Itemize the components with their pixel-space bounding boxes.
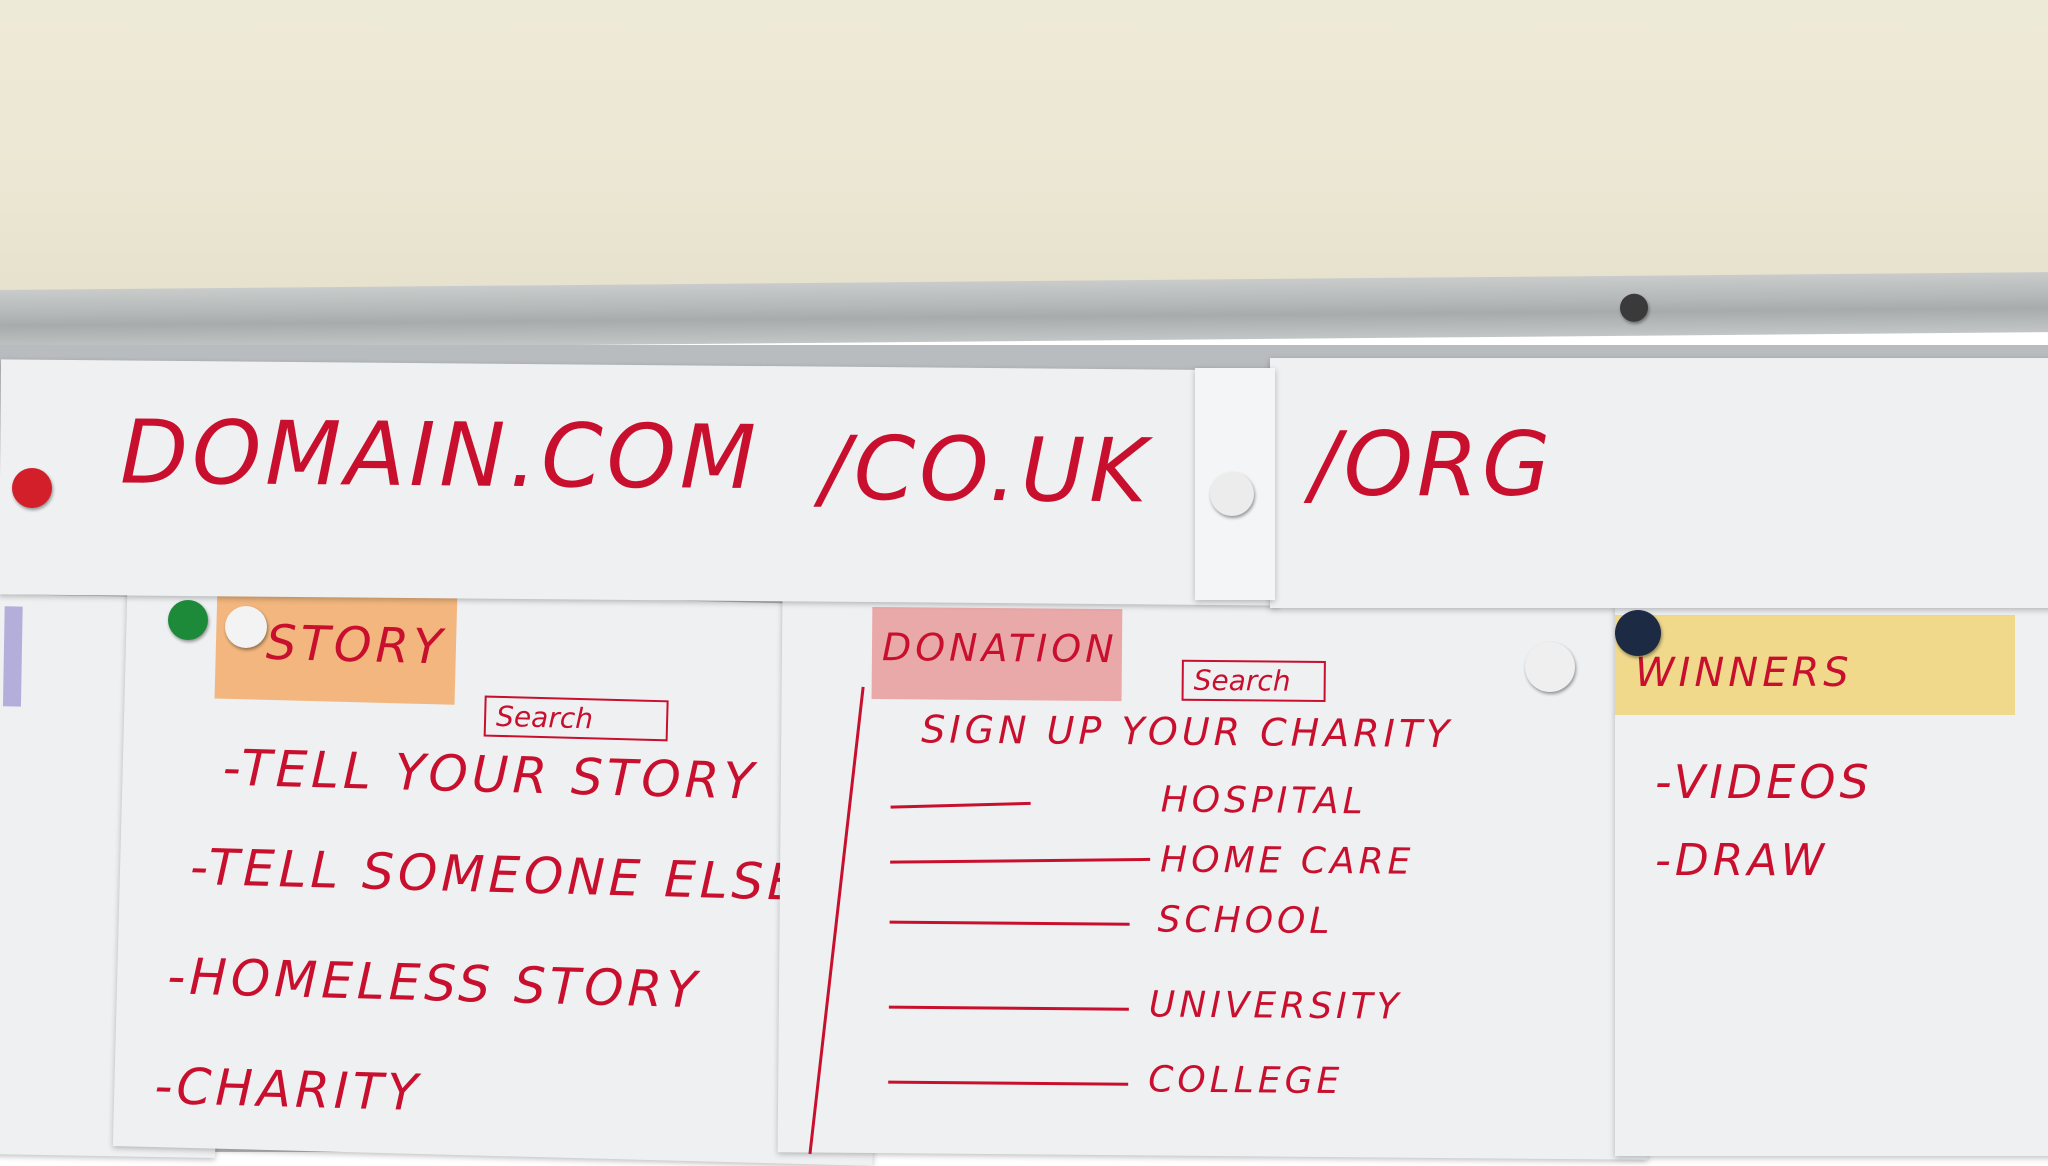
story-item-4: -CHARITY	[153, 1057, 423, 1123]
donation-connector-lines	[888, 801, 1151, 1086]
banner-org: /ORG	[1310, 413, 1555, 516]
green-pin	[168, 600, 208, 640]
story-header: STORY	[265, 614, 447, 676]
wall	[0, 0, 2048, 300]
navy-pin	[1615, 610, 1661, 656]
winners-sheet: WINNERS -VIDEOS -DRAW	[1615, 605, 2048, 1156]
winners-item-1: -VIDEOS	[1655, 755, 1873, 809]
winners-header-tab	[1615, 615, 2015, 715]
donation-sheet: DONATION Search SIGN UP YOUR CHARITY HOS…	[777, 596, 1653, 1160]
left-partial-tab	[2, 606, 23, 707]
white-pin-story	[225, 606, 267, 648]
rail-screw	[1620, 293, 1648, 322]
winners-item-2: -DRAW	[1655, 835, 1829, 886]
banner-domain-com: DOMAIN.COM	[119, 400, 761, 510]
story-search-box: Search	[483, 695, 669, 742]
winners-header: WINNERS	[1635, 650, 1853, 696]
story-item-1: -TELL YOUR STORY	[221, 738, 759, 811]
story-item-3: -HOMELESS STORY	[166, 947, 702, 1020]
red-pin	[12, 468, 52, 508]
white-pin-donation	[1525, 642, 1575, 692]
banner-co-uk: /CO.UK	[819, 416, 1152, 523]
domain-banner-right: /ORG	[1270, 358, 2048, 608]
story-item-2: -TELL SOMEONE ELSES	[189, 837, 840, 913]
white-pin-banner	[1210, 472, 1254, 516]
story-sheet: STORY Search -TELL YOUR STORY -TELL SOME…	[112, 586, 888, 1166]
domain-banner: DOMAIN.COM /CO.UK	[0, 359, 1282, 606]
